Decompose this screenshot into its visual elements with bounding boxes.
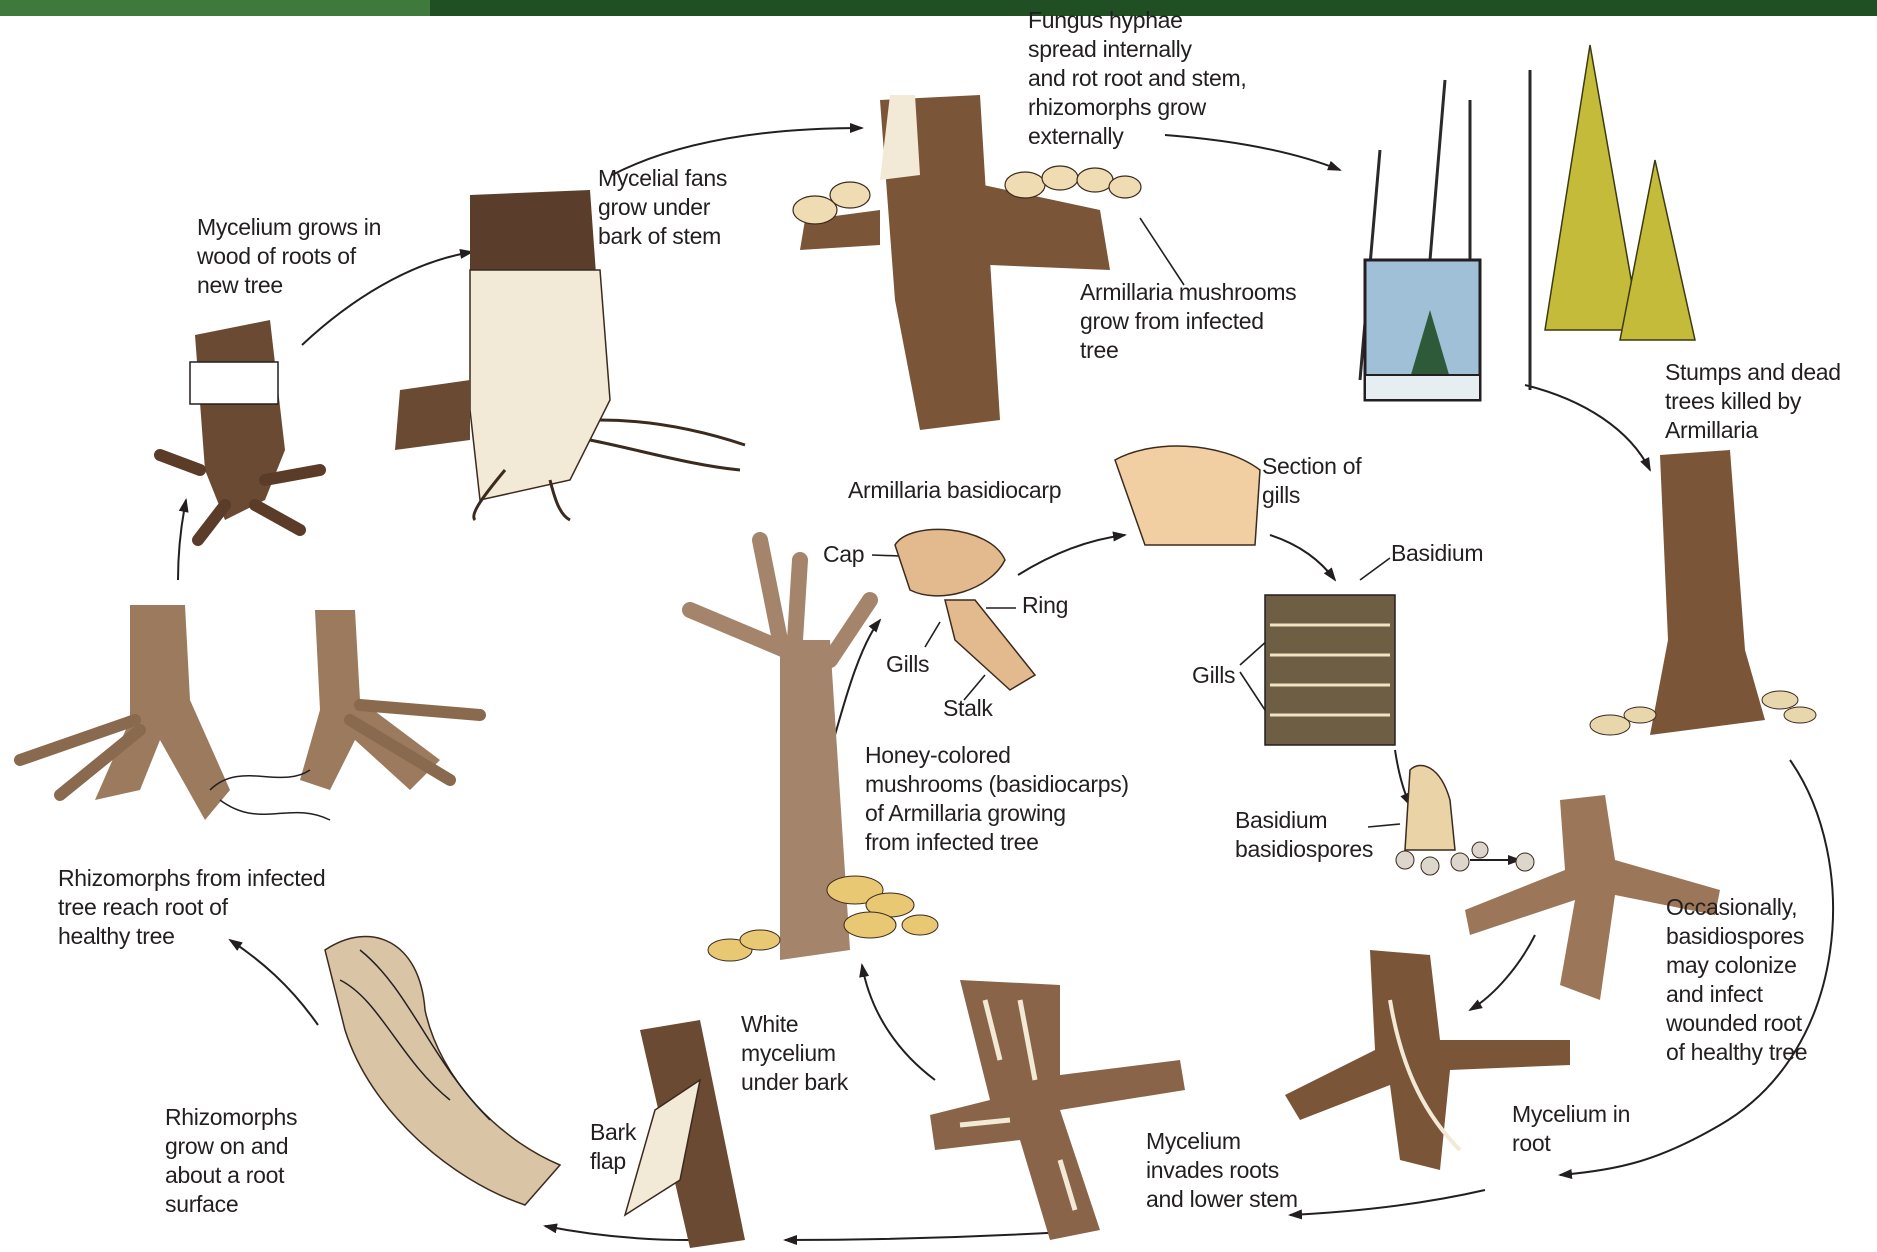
label-mycelium-grows: Mycelium grows in wood of roots of new t… [197, 213, 381, 300]
illustration-basidium-gills [1265, 595, 1395, 745]
illustration-forest-dead-trees [1360, 45, 1695, 400]
leader-gills-section-a [1240, 640, 1268, 665]
arrow-to-bottom-root [1290, 1190, 1485, 1215]
illustration-gill-section [1115, 446, 1260, 545]
illustration-basidium-spores [1396, 765, 1534, 875]
label-honey-colored: Honey-colored mushrooms (basidiocarps) o… [865, 741, 1129, 857]
arrow-to-honey-mushrooms [862, 965, 935, 1080]
arrow-bottom-far-left [545, 1226, 690, 1240]
label-armillaria-basidiocarp: Armillaria basidiocarp [848, 476, 1061, 505]
illustration-dead-tree-mushrooms [1590, 450, 1816, 735]
leader-armillaria-mushrooms [1140, 218, 1184, 285]
label-ring: Ring [1022, 591, 1068, 620]
arrow-up-left [178, 500, 186, 580]
arrow-to-basidium [1270, 535, 1335, 580]
label-stalk: Stalk [943, 694, 993, 723]
leader-gills-mushroom [925, 622, 940, 647]
label-rhizomorphs-grow: Rhizomorphs grow on and about a root sur… [165, 1103, 297, 1219]
label-gills-section: Gills [1192, 661, 1235, 690]
label-gills-mushroom: Gills [886, 650, 929, 679]
label-rhizomorphs-infected-tree: Rhizomorphs from infected tree reach roo… [58, 864, 325, 951]
arrow-to-rhizomorph-label [230, 940, 318, 1025]
label-white-mycelium: White mycelium under bark [741, 1010, 848, 1097]
label-mycelial-fans: Mycelial fans grow under bark of stem [598, 164, 727, 251]
arrow-to-gill-section [1018, 535, 1125, 575]
leader-basidium [1360, 558, 1390, 580]
arrow-to-mycelium-root [1470, 935, 1535, 1010]
illustration-bark-flap [625, 1020, 745, 1248]
illustration-rhizomorph-root-surface [325, 937, 560, 1206]
label-occasionally: Occasionally, basidiospores may colonize… [1666, 893, 1807, 1067]
leader-gills-section-b [1240, 672, 1265, 710]
label-mycelium-invades: Mycelium invades roots and lower stem [1146, 1127, 1298, 1214]
label-armillaria-mushrooms: Armillaria mushrooms grow from infected … [1080, 278, 1296, 365]
label-basidium: Basidium [1391, 539, 1483, 568]
label-cap: Cap [823, 540, 864, 569]
leader-cap [872, 555, 900, 556]
label-section-of-gills: Section of gills [1262, 452, 1361, 510]
arrow-bottom-to-left [785, 1232, 1065, 1240]
label-fungus-hyphae: Fungus hyphae spread internally and rot … [1028, 6, 1246, 151]
label-stumps-dead-trees: Stumps and dead trees killed by Armillar… [1665, 358, 1841, 445]
illustration-rhizomorph-roots [20, 605, 480, 820]
label-basidium-basidiospores: Basidium basidiospores [1235, 806, 1373, 864]
label-bark-flap: Bark flap [590, 1118, 636, 1176]
arrow-to-dead-tree [1525, 385, 1650, 470]
label-mycelium-in-root: Mycelium in root [1512, 1100, 1630, 1158]
